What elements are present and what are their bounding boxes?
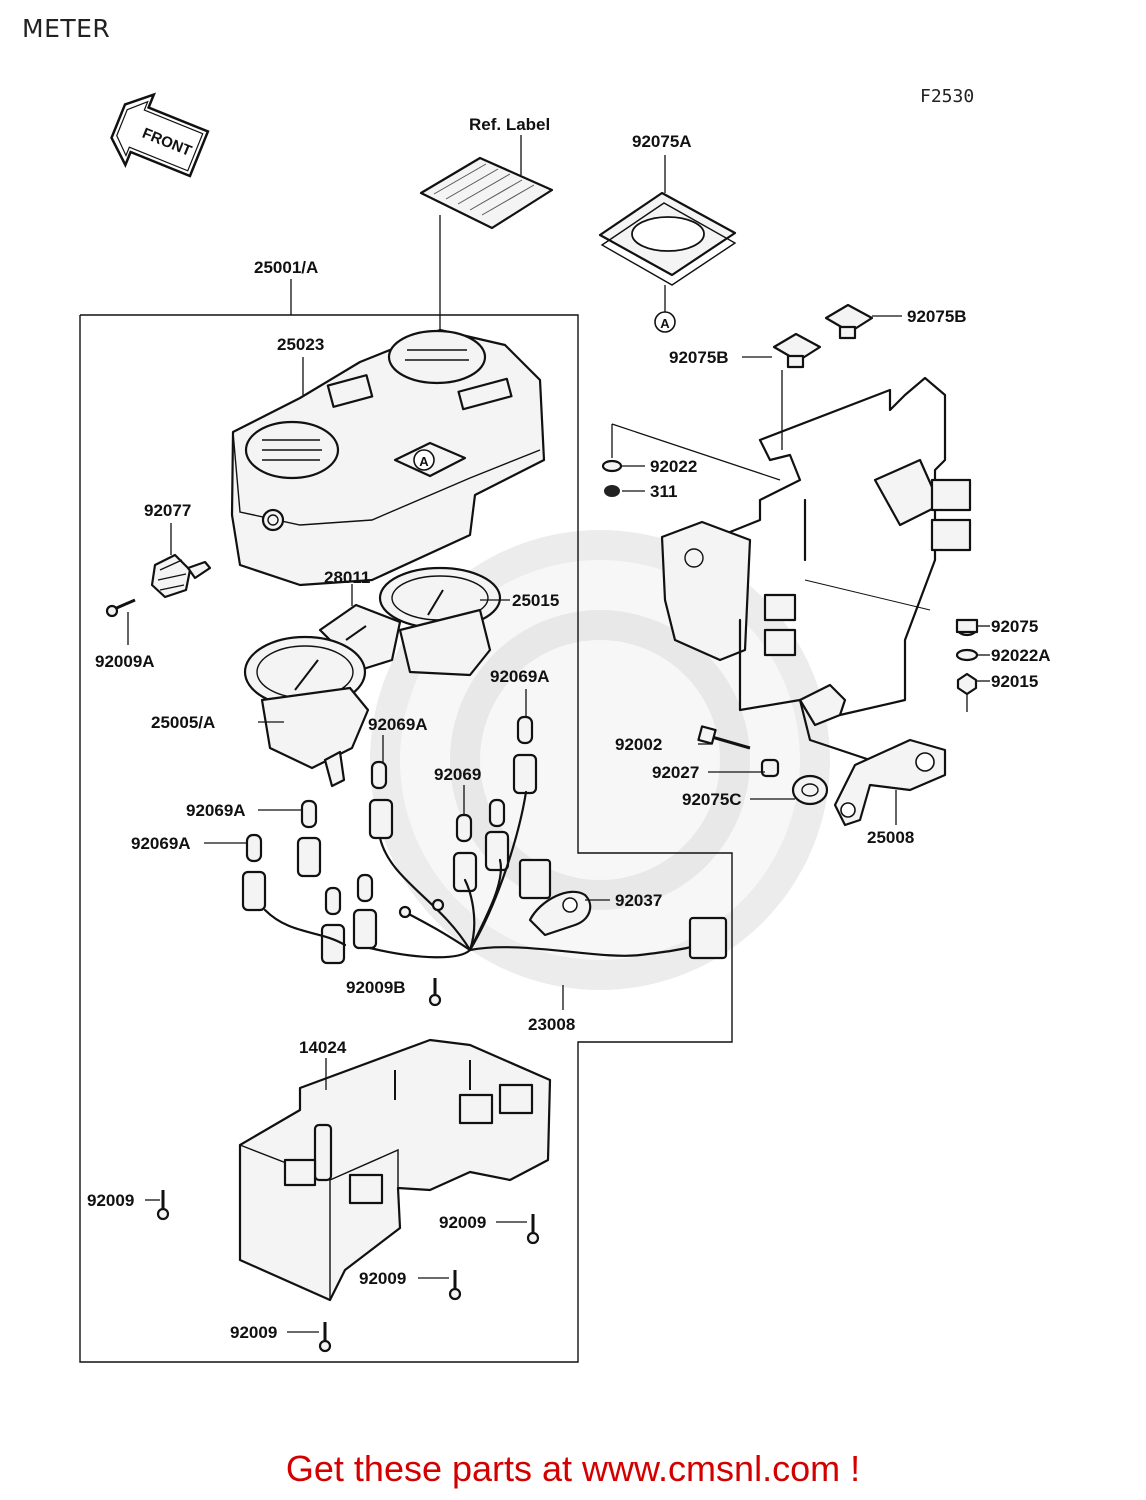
- callout-25001a: 25001/A: [254, 258, 318, 277]
- meter-cover: [238, 1038, 552, 1302]
- callout-92075b-left: 92075B: [669, 348, 729, 367]
- bracket-hardware: [697, 618, 979, 806]
- callout-92077: 92077: [144, 501, 191, 520]
- screw-92009a: [105, 598, 136, 618]
- callout-92069a-lower: 92069A: [131, 834, 191, 853]
- callout-92015: 92015: [991, 672, 1038, 691]
- grommet-92075a: [598, 191, 737, 286]
- bulb-sockets: [241, 715, 538, 965]
- assembly-frame: [79, 314, 733, 1363]
- callout-92009-left: 92009: [87, 1191, 134, 1210]
- callout-92075: 92075: [991, 617, 1038, 636]
- wire-harness: [263, 790, 728, 960]
- rubber-92075b: [772, 303, 874, 369]
- callout-25015: 25015: [512, 591, 559, 610]
- callout-92075b-right: 92075B: [907, 307, 967, 326]
- callout-92069a-mid: 92069A: [368, 715, 428, 734]
- mark-a-on-case: A: [419, 454, 429, 469]
- ref-label-sticker: [419, 156, 554, 230]
- page-title: METER: [22, 14, 111, 43]
- callout-92022: 92022: [650, 457, 697, 476]
- front-arrow-icon: FRONT: [110, 92, 210, 178]
- callout-92069: 92069: [434, 765, 481, 784]
- callout-14024: 14024: [299, 1038, 347, 1057]
- callout-25005a: 25005/A: [151, 713, 215, 732]
- callout-92075a: 92075A: [632, 132, 692, 151]
- callout-92037: 92037: [615, 891, 662, 910]
- meter-bracket: [660, 376, 972, 827]
- callout-92027: 92027: [652, 763, 699, 782]
- callout-92069a-left: 92069A: [186, 801, 246, 820]
- harness-clamp: [528, 890, 592, 937]
- callout-28011: 28011: [324, 568, 370, 587]
- callout-92009-right: 92009: [439, 1213, 486, 1232]
- callout-25023: 25023: [277, 335, 324, 354]
- callout-92075c: 92075C: [682, 790, 742, 809]
- trip-knob: [150, 553, 212, 599]
- callout-92022a: 92022A: [991, 646, 1051, 665]
- meter-case: A: [230, 328, 546, 587]
- callout-92069a-top: 92069A: [490, 667, 550, 686]
- screws-92009: [156, 1190, 540, 1353]
- screw-92009b: [428, 978, 442, 1007]
- mark-a-grommet: A: [660, 316, 670, 331]
- callout-ref-label: Ref. Label: [469, 115, 550, 134]
- callout-25008: 25008: [867, 828, 914, 847]
- footer-banner: Get these parts at www.cmsnl.com !: [285, 1448, 861, 1489]
- callout-92009-bottom: 92009: [230, 1323, 277, 1342]
- speedometer-unit: [243, 635, 370, 788]
- callout-311: 311: [650, 482, 677, 501]
- callout-92009-mid: 92009: [359, 1269, 406, 1288]
- tachometer-unit: [318, 566, 502, 677]
- figure-code: F2530: [920, 86, 974, 107]
- callout-92009b: 92009B: [346, 978, 406, 997]
- callout-92009a: 92009A: [95, 652, 155, 671]
- callout-23008: 23008: [528, 1015, 575, 1034]
- callout-92002: 92002: [615, 735, 662, 754]
- washer-and-nut: [601, 459, 623, 497]
